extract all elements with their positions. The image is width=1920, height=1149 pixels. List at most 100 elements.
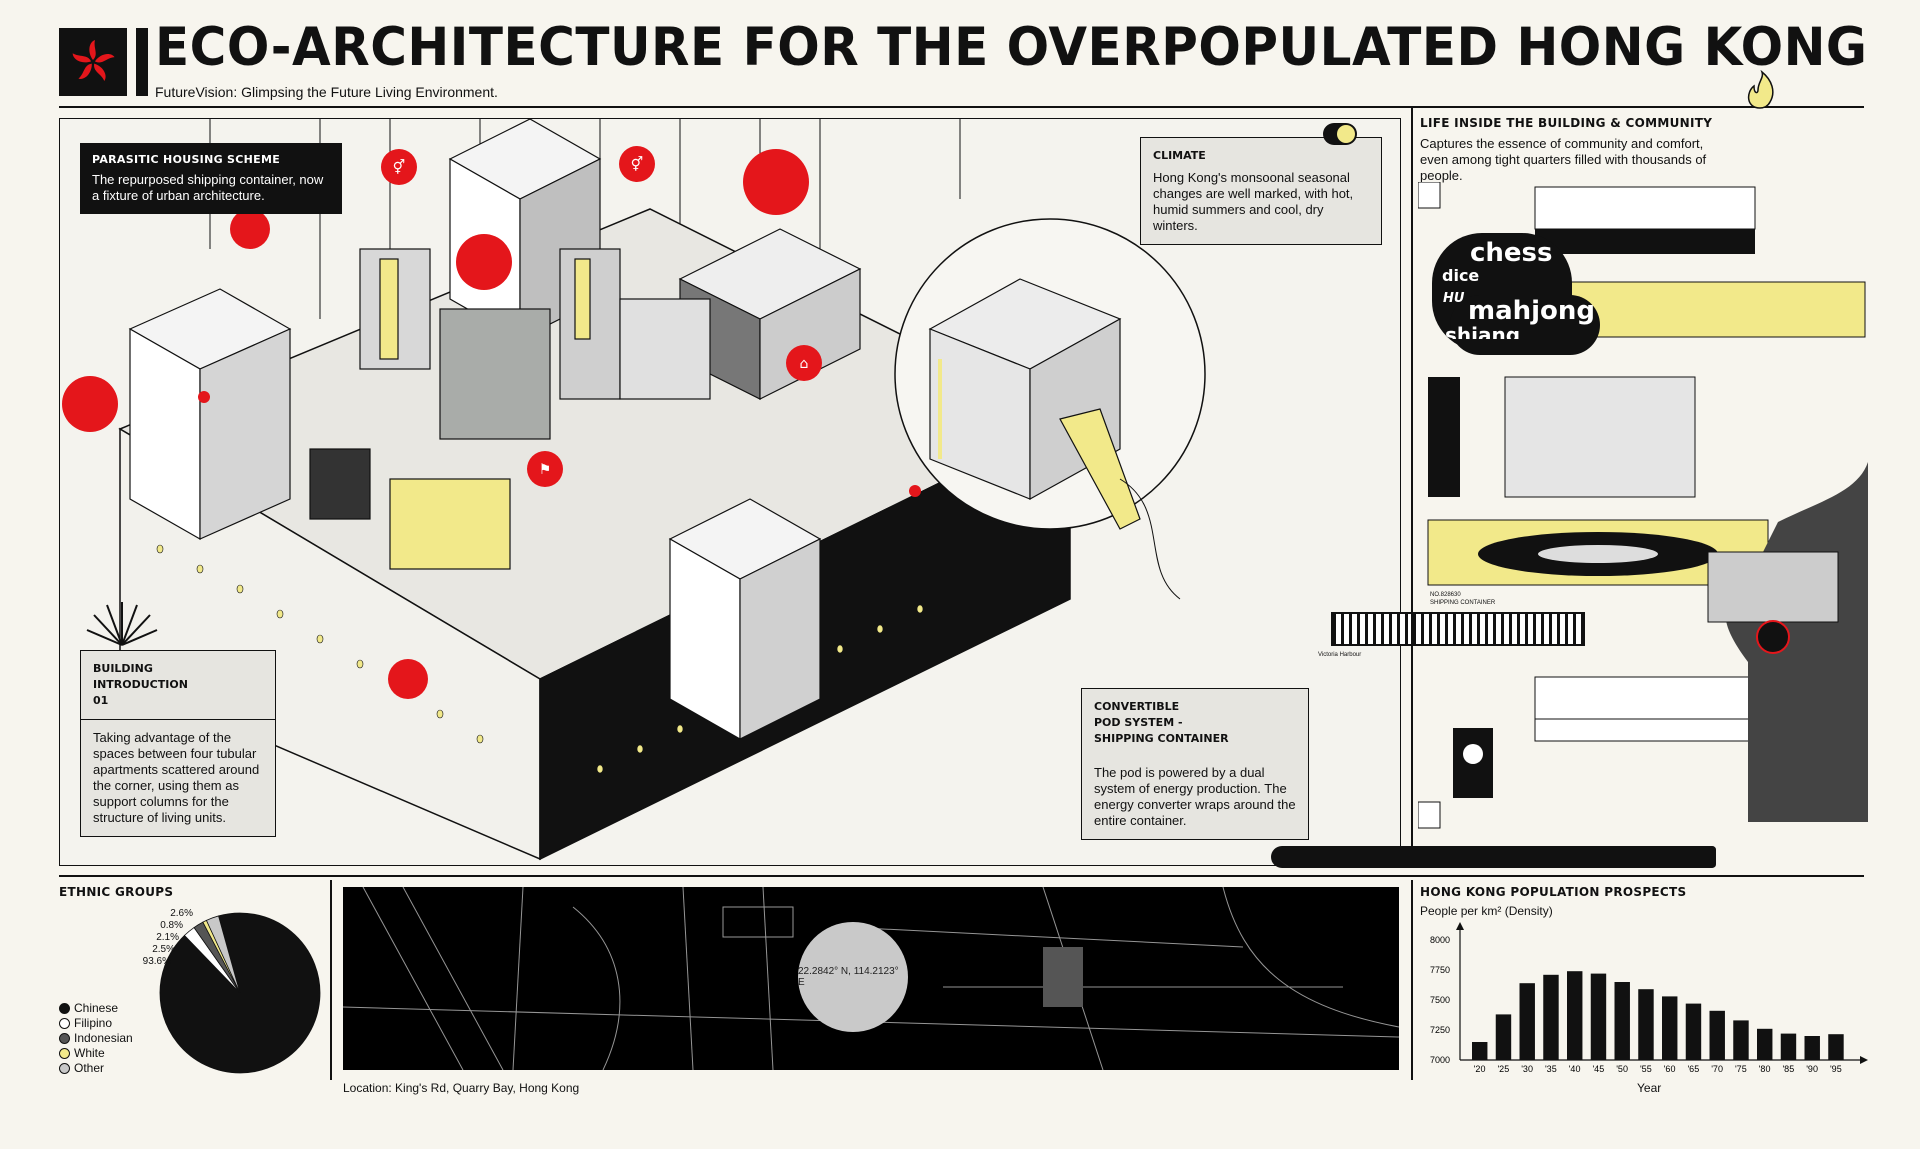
parasitic-housing-label: PARASITIC HOUSING SCHEME The repurposed … [80,143,342,214]
climate-toggle [1323,123,1357,145]
x-tick-label: '60 [1664,1064,1676,1074]
bar-7 [1638,989,1654,1060]
bar-12 [1757,1028,1773,1060]
pod-title-line2: POD SYSTEM - [1094,716,1183,729]
pie-labels: 2.6% 0.8% 2.1% 2.5% 93.6% [138,908,193,968]
legend-label: Other [74,1061,105,1075]
vertical-divider [1411,106,1413,866]
climate-card: CLIMATE Hong Kong's monsoonal seasonal c… [1140,137,1382,245]
y-tick-label: 7250 [1430,1025,1450,1035]
legend-label: Chinese [74,1001,119,1015]
pie-label-2: 2.1% [156,932,179,943]
legend-dot [59,1048,70,1059]
toilet-icon: ⚥ [393,159,406,176]
isometric-building-illustration: ⚥ ⚥ ⌂ ⚑ [62,119,1206,861]
bar-0 [1472,1042,1488,1060]
parasitic-text: The repurposed shipping container, now a… [92,172,324,203]
legend-label: Indonesian [74,1031,133,1045]
community-illustrations [1418,182,1868,829]
shipping-container-elevation [1331,612,1585,646]
train-illustration [1271,846,1716,868]
life-section-title: LIFE INSIDE THE BUILDING & COMMUNITY [1420,116,1713,130]
word-dice: dice [1442,266,1480,285]
map-location: Location: King's Rd, Quarry Bay, Hong Ko… [343,1081,580,1095]
x-tick-label: '50 [1616,1064,1628,1074]
word-shiang: shiang [1445,323,1521,339]
x-tick-label: '80 [1759,1064,1771,1074]
x-tick-label: '45 [1592,1064,1604,1074]
building-title-line2: INTRODUCTION [93,678,188,691]
y-tick-label: 8000 [1430,935,1450,945]
x-tick-label: '55 [1640,1064,1652,1074]
legend-indonesian: Indonesian [59,1031,133,1046]
ethnic-legend: Chinese Filipino Indonesian White Other [59,1001,133,1076]
building-intro-card: Taking advantage of the spaces between f… [80,719,276,837]
toilet-icon-2: ⚥ [631,156,644,173]
bottom-divider [59,875,1864,877]
pod-title-line1: CONVERTIBLE [1094,700,1180,713]
bar-9 [1685,1003,1702,1060]
legend-other: Other [59,1061,133,1076]
chart-xlabel: Year [1637,1081,1662,1095]
life-section-text: Captures the essence of community and co… [1420,136,1707,183]
x-tick-label: '70 [1711,1064,1723,1074]
toilet-marker [381,149,417,185]
page-title: ECO-ARCHITECTURE FOR THE OVERPOPULATED H… [155,16,1868,78]
pie-label-1: 0.8% [160,920,183,931]
info-marker [62,376,118,432]
divider-ethnic [330,880,332,1080]
bar-1 [1495,1014,1512,1060]
legend-dot [59,1003,70,1014]
y-tick-label: 7750 [1430,965,1450,975]
y-axis-arrow [1456,922,1464,930]
divider-map [1411,880,1413,1080]
population-bar-chart: 80007750750072507000'20'25'30'35'40'45'5… [1430,922,1868,1074]
bar-10 [1709,1010,1725,1060]
legend-dot [59,1033,70,1044]
x-axis-arrow [1860,1056,1868,1064]
people-marker [230,209,270,249]
x-tick-label: '90 [1806,1064,1818,1074]
bar-6 [1614,982,1630,1060]
y-tick-label: 7500 [1430,995,1450,1005]
x-tick-label: '95 [1830,1064,1842,1074]
coordinate-text: 22.2842° N, 114.2123° E [798,966,899,988]
chart-title: HONG KONG POPULATION PROSPECTS [1420,885,1687,899]
x-tick-label: '40 [1569,1064,1581,1074]
word-mahjong: mahjong [1468,296,1596,326]
bar-13 [1780,1033,1797,1060]
x-tick-label: '65 [1687,1064,1699,1074]
pod-text: The pod is powered by a dual system of e… [1094,765,1296,828]
parasitic-title: PARASITIC HOUSING SCHEME [92,153,281,166]
building-intro-text: Taking advantage of the spaces between f… [93,730,260,825]
shop-icon: ⌂ [800,356,809,372]
bar-2 [1519,983,1535,1060]
building-title-line1: BUILDING [93,662,153,675]
word-hu: HU [1443,291,1465,306]
climate-text: Hong Kong's monsoonal seasonal changes a… [1153,170,1354,233]
x-tick-label: '35 [1545,1064,1557,1074]
container-number: NO.828630 [1430,592,1461,598]
pie-label-0: 2.6% [170,908,193,919]
toilet-marker-2 [619,146,655,182]
ethnic-pie-chart [159,912,321,1074]
container-name: SHIPPING CONTAINER [1430,600,1496,606]
games-cloud-2 [1450,295,1600,355]
climate-title: CLIMATE [1153,149,1206,162]
bar-8 [1662,996,1678,1060]
hong-kong-flag-logo [59,28,127,96]
location-map: 22.2842° N, 114.2123° E [343,887,1399,1070]
bar-15 [1828,1034,1844,1060]
building-title-line3: 01 [93,694,109,707]
word-chess: chess [1470,238,1553,268]
pie-label-3: 2.5% [152,944,175,955]
person-marker [456,234,512,290]
coordinate-marker: 22.2842° N, 114.2123° E [798,922,908,1032]
page-subtitle: FutureVision: Glimpsing the Future Livin… [155,84,498,100]
pod-system-card: CONVERTIBLE POD SYSTEM - SHIPPING CONTAI… [1081,688,1309,840]
bar-11 [1733,1020,1749,1060]
x-tick-label: '25 [1497,1064,1509,1074]
golf-marker [527,451,563,487]
map-roads [343,887,1399,1070]
sunburst-icon [86,602,158,646]
